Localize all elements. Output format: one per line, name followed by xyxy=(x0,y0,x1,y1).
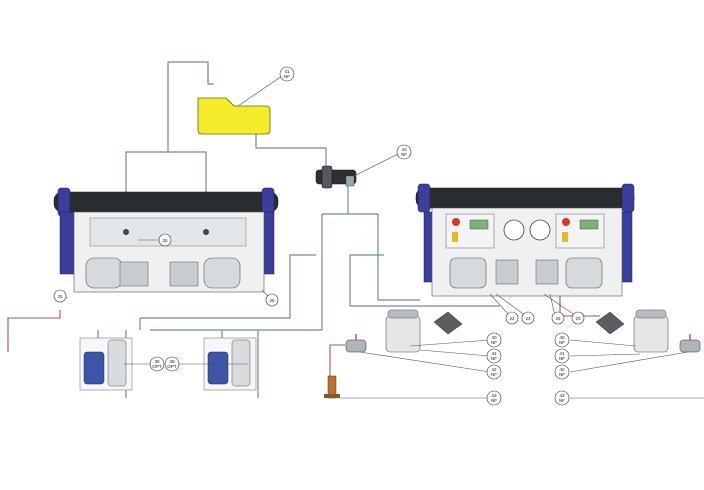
svg-text:23: 23 xyxy=(575,316,581,321)
callout-43-left: 43 NF xyxy=(486,390,502,406)
callout-40-left: 40 NF xyxy=(486,332,502,348)
svg-text:NF: NF xyxy=(491,398,497,403)
svg-text:39: 39 xyxy=(154,359,160,364)
seacock-valve-left xyxy=(345,334,367,353)
svg-text:43: 43 xyxy=(559,393,565,398)
svg-text:43: 43 xyxy=(491,393,497,398)
svg-text:40: 40 xyxy=(491,335,497,340)
svg-text:42: 42 xyxy=(559,367,565,372)
callout-40-right: 40 NF xyxy=(554,332,570,348)
callout-42-left: 42 NF xyxy=(486,364,502,380)
svg-text:22: 22 xyxy=(509,316,515,321)
seacock-valve-right xyxy=(679,334,701,353)
callout-25-right: 25 xyxy=(265,293,279,307)
svg-text:39: 39 xyxy=(169,359,175,364)
callout-25-left: 25 xyxy=(53,289,67,303)
thru-hull-nozzle xyxy=(324,375,340,399)
callout-43-right: 43 NF xyxy=(554,390,570,406)
callout-41-right: 41 NF xyxy=(554,348,570,364)
svg-text:NF: NF xyxy=(491,356,497,361)
dosing-unit-a xyxy=(79,337,133,391)
svg-text:26: 26 xyxy=(162,238,168,243)
svg-text:25: 25 xyxy=(269,298,275,303)
callout-23-b: 23 xyxy=(571,311,585,325)
callout-22-b: 22 xyxy=(551,311,565,325)
callout-26: 26 xyxy=(158,233,172,247)
svg-text:42: 42 xyxy=(491,367,497,372)
svg-text:OPT: OPT xyxy=(152,364,162,369)
svg-text:43: 43 xyxy=(401,147,407,152)
callout-39-b: 39 OPT xyxy=(164,356,180,372)
callout-41-top: 41 NF xyxy=(279,66,295,82)
watermaker-unit-left xyxy=(53,187,279,293)
uv-sterilizer xyxy=(315,165,357,189)
svg-text:23: 23 xyxy=(525,316,531,321)
svg-text:NF: NF xyxy=(284,74,290,79)
svg-text:41: 41 xyxy=(284,69,290,74)
svg-text:40: 40 xyxy=(559,335,565,340)
callout-42-right: 42 NF xyxy=(554,364,570,380)
svg-text:NF: NF xyxy=(491,372,497,377)
callout-23-a: 23 xyxy=(521,311,535,325)
svg-text:NF: NF xyxy=(559,398,565,403)
svg-text:NF: NF xyxy=(559,340,565,345)
svg-text:NF: NF xyxy=(559,372,565,377)
callout-39-a: 39 OPT xyxy=(149,356,165,372)
svg-text:NF: NF xyxy=(491,340,497,345)
callout-43-top: 43 NF xyxy=(396,144,412,160)
svg-text:NF: NF xyxy=(559,356,565,361)
callout-41-left: 41 NF xyxy=(486,348,502,364)
product-water-tank xyxy=(197,97,271,135)
strainer-left xyxy=(385,309,463,353)
watermaker-unit-right xyxy=(415,183,635,297)
svg-text:22: 22 xyxy=(555,316,561,321)
svg-text:25: 25 xyxy=(57,294,63,299)
svg-text:OPT: OPT xyxy=(167,364,177,369)
callout-22-a: 22 xyxy=(505,311,519,325)
svg-text:NF: NF xyxy=(401,152,407,157)
svg-text:41: 41 xyxy=(559,351,565,356)
strainer-right xyxy=(595,309,669,353)
svg-text:41: 41 xyxy=(491,351,497,356)
leader-lines xyxy=(59,75,704,399)
